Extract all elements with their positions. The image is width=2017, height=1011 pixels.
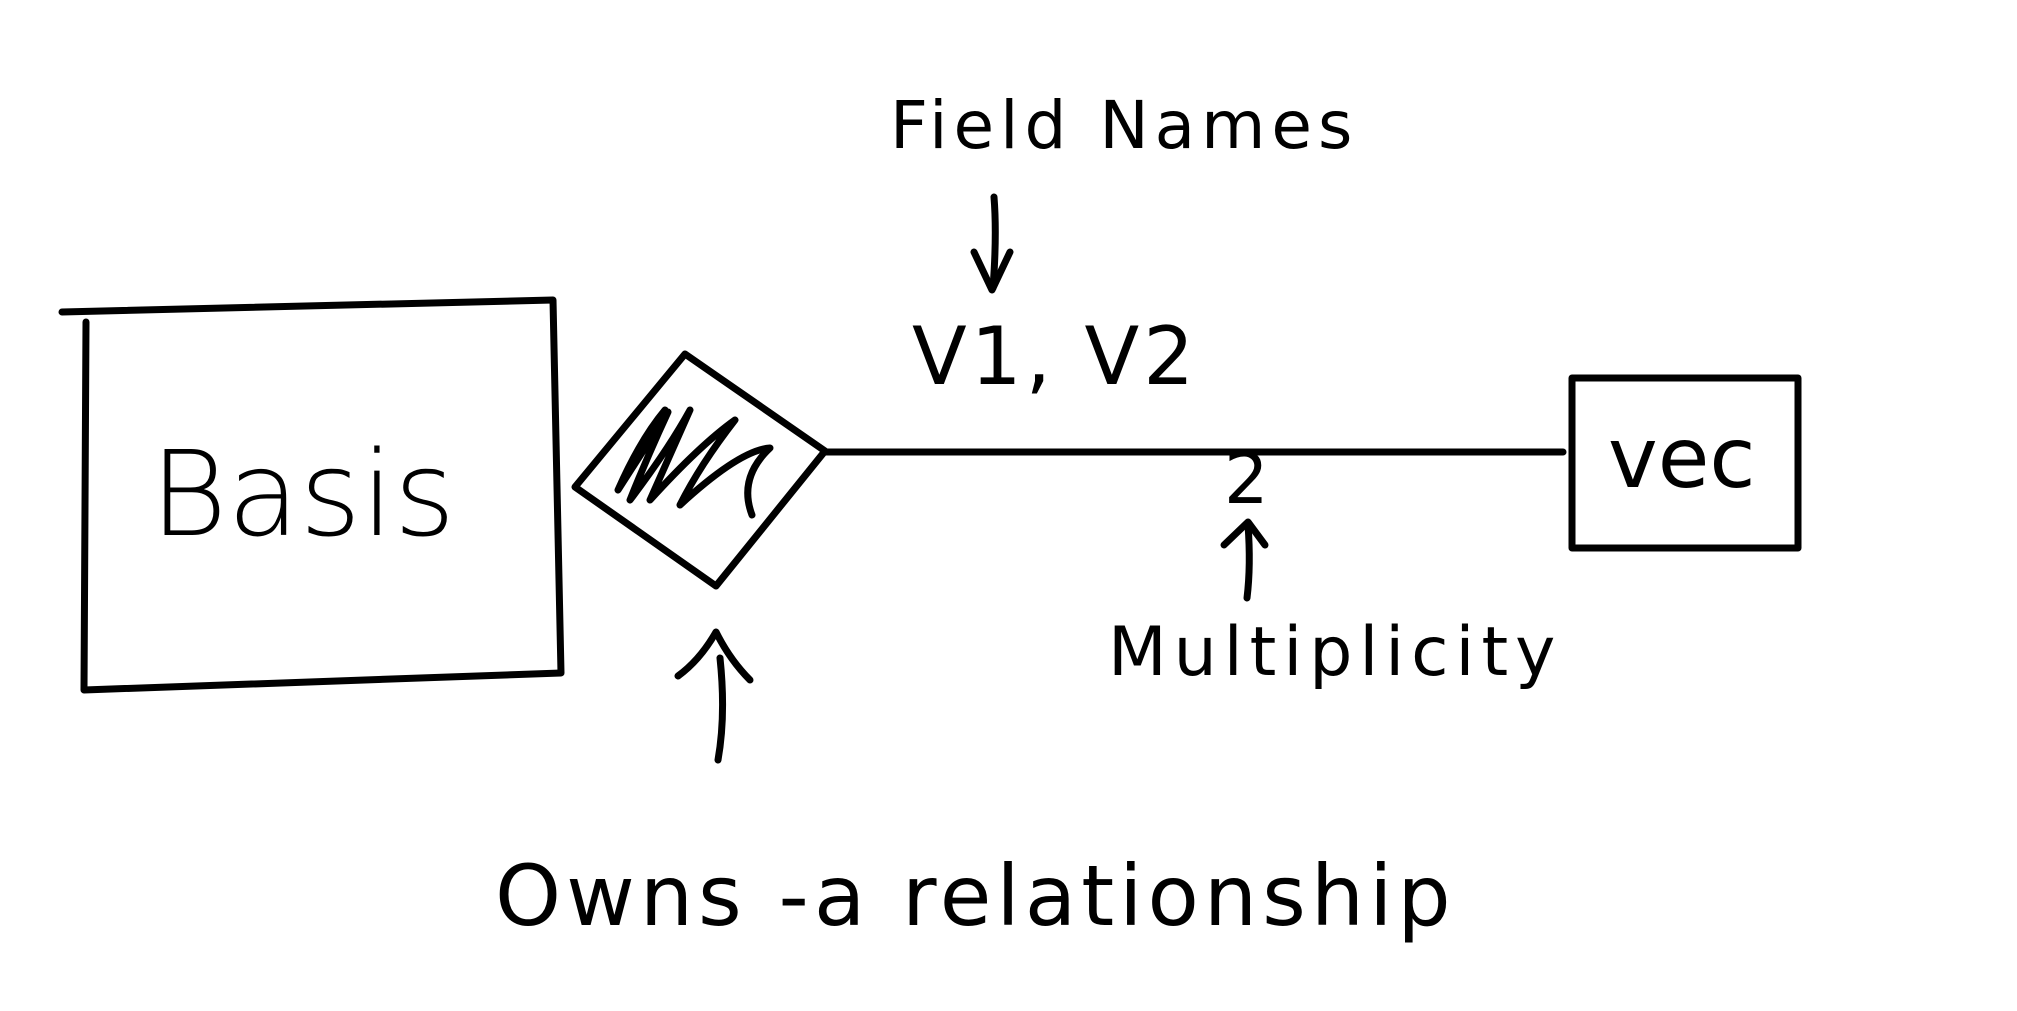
entity-vec: vec	[1568, 374, 1802, 552]
relationship-multiplicity: 2	[1224, 438, 1269, 520]
relationship-field-names: V1, V2	[912, 310, 1198, 403]
entity-basis: Basis	[58, 296, 565, 694]
entity-vec-label: vec	[1608, 409, 1756, 507]
owns-a-diamond	[571, 350, 829, 590]
diamond-scribble	[614, 406, 774, 519]
multiplicity-annotation: Multiplicity	[1108, 613, 1562, 692]
multiplicity-arrow	[1220, 518, 1269, 602]
diamond-outline	[571, 350, 829, 590]
entity-vec-box	[1568, 374, 1802, 552]
owns-a-arrow	[674, 628, 754, 764]
entity-basis-label: Basis	[150, 425, 455, 563]
owns-a-annotation: Owns -a relationship	[495, 847, 1456, 945]
field-names-arrow	[970, 193, 1014, 294]
field-names-annotation: Field Names	[890, 87, 1358, 164]
entity-basis-box	[58, 296, 565, 694]
